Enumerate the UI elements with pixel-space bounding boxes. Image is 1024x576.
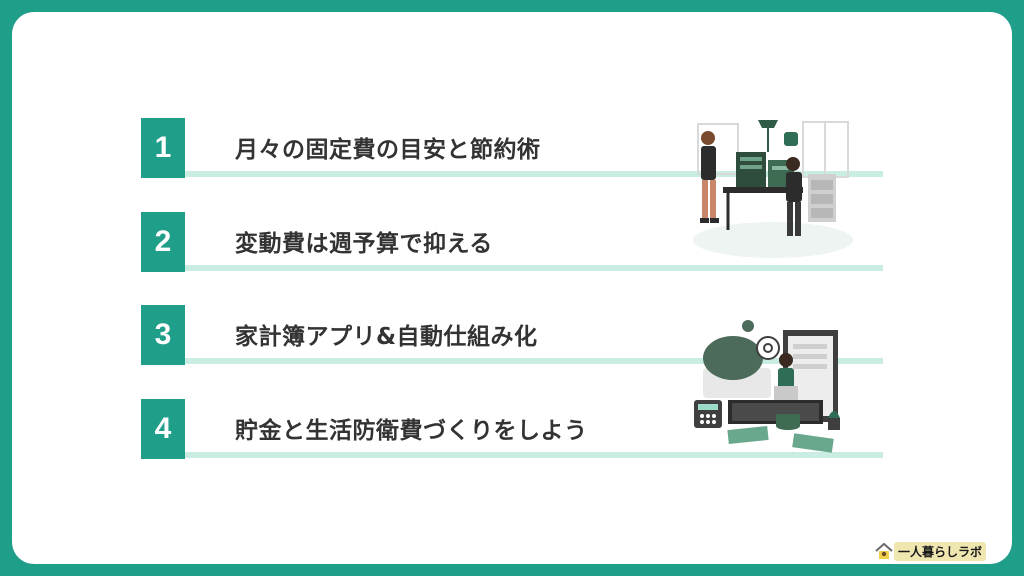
item-label: 家計簿アプリ&自動仕組み化	[235, 324, 538, 350]
agenda-item-3: 3 家計簿アプリ&自動仕組み化	[141, 305, 883, 365]
item-underline	[185, 452, 883, 458]
piggy-bank-savings-illustration	[694, 320, 840, 453]
logo-text: 一人暮らしラボ	[894, 541, 987, 561]
item-number-badge: 1	[141, 118, 185, 178]
item-number-badge: 2	[141, 212, 185, 272]
agenda-item-4: 4 貯金と生活防衛費づくりをしよう	[141, 399, 883, 459]
item-label: 月々の固定費の目安と節約術	[235, 137, 541, 163]
agenda-item-2: 2 変動費は週予算で抑える	[141, 212, 883, 272]
office-workers-illustration	[693, 120, 853, 258]
item-underline	[185, 265, 883, 271]
item-underline	[185, 171, 883, 177]
slide-card	[12, 12, 1012, 564]
item-number-badge: 4	[141, 399, 185, 459]
house-logo-icon	[875, 542, 893, 559]
item-label: 貯金と生活防衛費づくりをしよう	[235, 418, 588, 444]
item-number-badge: 3	[141, 305, 185, 365]
item-label: 変動費は週予算で抑える	[235, 231, 493, 257]
item-underline	[185, 358, 883, 364]
agenda-item-1: 1 月々の固定費の目安と節約術	[141, 118, 883, 178]
brand-logo: 一人暮らしラボ	[874, 540, 987, 562]
